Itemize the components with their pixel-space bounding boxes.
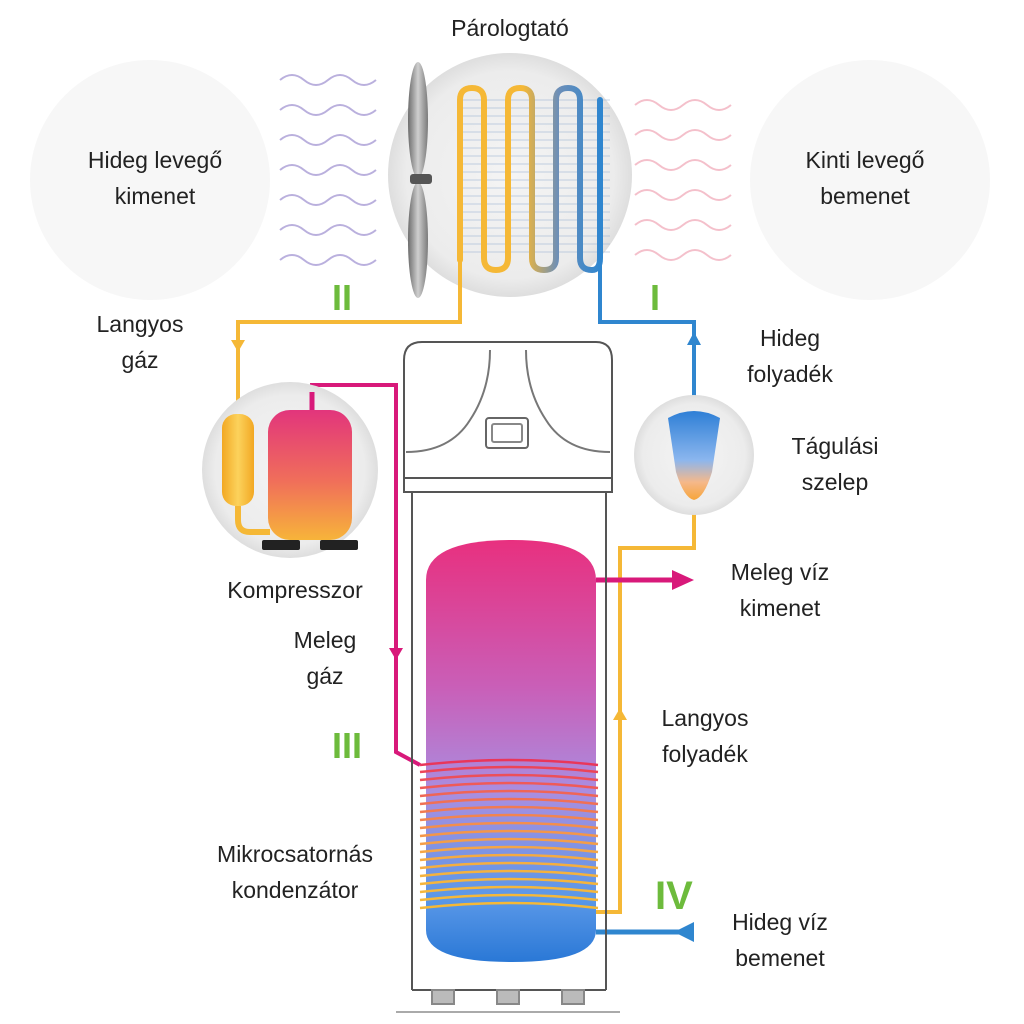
fan-icon <box>408 62 432 298</box>
background-halo <box>30 60 270 300</box>
heat-pump-unit <box>396 341 620 1013</box>
stage-one-label: I <box>650 277 661 318</box>
evaporator-label: Párologtató <box>451 15 569 41</box>
stage-three-label: III <box>332 725 363 766</box>
stage-four-label: IV <box>655 874 693 918</box>
water-tank <box>426 540 596 962</box>
expansion-valve <box>634 395 754 515</box>
stage-two-label: II <box>332 277 353 318</box>
warm-gas-pipe <box>236 260 462 408</box>
evaporator-coil <box>457 84 603 274</box>
cold-liquid-pipe <box>598 260 696 408</box>
compressor <box>202 382 378 558</box>
background-halo <box>750 60 990 300</box>
compressor-label: Kompresszor <box>227 577 363 603</box>
condenser-coil <box>419 758 599 910</box>
warm-liquid-pipe <box>596 500 696 914</box>
cold-air-waves <box>279 74 377 266</box>
outside-air-waves <box>634 99 732 261</box>
evaporator <box>388 53 632 298</box>
